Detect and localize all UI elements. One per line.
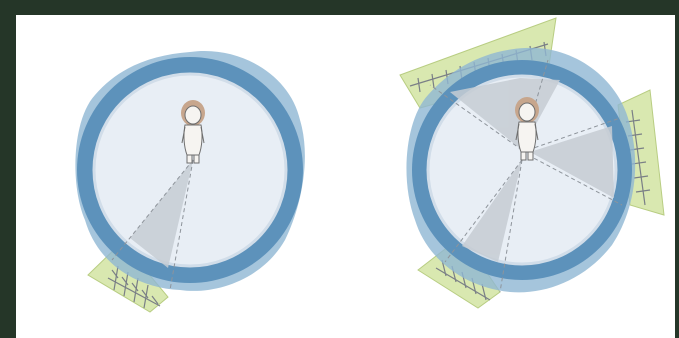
diagram-single-sector <box>75 51 305 312</box>
frame-top-border <box>0 0 679 15</box>
diagram-canvas <box>16 15 675 338</box>
diagram-multiple-sectors <box>400 18 664 308</box>
frame-left-border <box>0 0 16 338</box>
diagram-svg <box>16 15 675 338</box>
frame-right-border <box>675 0 679 338</box>
